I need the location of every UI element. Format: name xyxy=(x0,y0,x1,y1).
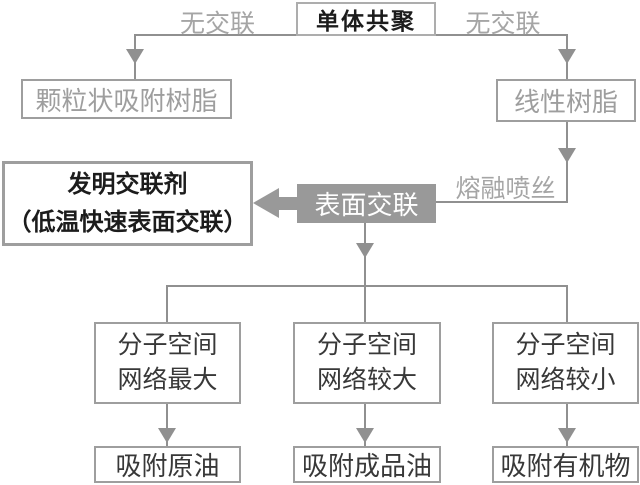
node-label-line1: 分子空间 xyxy=(515,331,616,359)
arrowhead-down-icon xyxy=(558,49,576,64)
arrowhead-down-icon xyxy=(558,428,576,443)
thick-left-arrow-shaft xyxy=(276,197,298,210)
node-molecular-network-max: 分子空间 网络最大 xyxy=(94,322,241,404)
edge-label-melt-spinning: 熔融喷丝 xyxy=(455,175,556,203)
node-label-line2: 网络较大 xyxy=(316,366,417,394)
arrowhead-down-icon xyxy=(356,428,374,443)
connector-drop-left xyxy=(166,285,168,323)
connector-bottom-right-vertical xyxy=(566,404,568,446)
node-adsorb-refined-oil: 吸附成品油 xyxy=(293,446,441,483)
connector-drop-center xyxy=(364,285,366,323)
node-label-line1: 分子空间 xyxy=(117,331,218,359)
arrowhead-down-icon xyxy=(558,148,576,163)
connector-bottom-center-vertical xyxy=(364,404,366,446)
node-label-line2: 网络最大 xyxy=(117,366,218,394)
connector-melt-spin-horizontal xyxy=(436,201,568,203)
connector-top-right-horizontal xyxy=(435,34,568,36)
arrowhead-down-icon xyxy=(158,428,176,443)
edge-label-no-crosslink-right: 无交联 xyxy=(465,10,541,38)
node-label: 吸附有机物 xyxy=(500,451,631,481)
node-monomer-copolymerization: 单体共聚 xyxy=(296,2,436,36)
node-label-line2: 网络较小 xyxy=(515,366,616,394)
connector-drop-right xyxy=(566,285,568,323)
connector-bottom-left-vertical xyxy=(166,404,168,446)
node-linear-resin: 线性树脂 xyxy=(496,79,636,122)
node-invented-crosslinking-agent: 发明交联剂 （低温快速表面交联） xyxy=(2,161,253,246)
node-label: 单体共聚 xyxy=(316,8,416,34)
node-label-line2: （低温快速表面交联） xyxy=(7,208,248,236)
node-molecular-network-larger: 分子空间 网络较大 xyxy=(293,322,441,404)
node-adsorb-crude-oil: 吸附原油 xyxy=(94,446,241,483)
node-molecular-network-smaller: 分子空间 网络较小 xyxy=(492,322,639,404)
node-label: 表面交联 xyxy=(314,190,419,220)
node-label: 颗粒状吸附树脂 xyxy=(35,85,218,116)
node-granular-adsorption-resin: 颗粒状吸附树脂 xyxy=(21,79,232,119)
node-label: 吸附原油 xyxy=(115,451,220,481)
edge-label-no-crosslink-left: 无交联 xyxy=(179,10,255,38)
node-label: 吸附成品油 xyxy=(301,451,432,481)
arrowhead-down-icon xyxy=(126,49,144,64)
node-label-line1: 分子空间 xyxy=(316,331,417,359)
connector-branch-horizontal xyxy=(166,285,568,287)
connector-top-left-horizontal xyxy=(134,34,298,36)
thick-left-arrow-icon xyxy=(253,188,279,218)
node-adsorb-organics: 吸附有机物 xyxy=(492,446,639,483)
node-surface-crosslinking: 表面交联 xyxy=(297,184,436,223)
node-label-line1: 发明交联剂 xyxy=(67,170,188,198)
arrowhead-down-icon xyxy=(356,243,374,258)
node-label: 线性树脂 xyxy=(513,87,618,117)
